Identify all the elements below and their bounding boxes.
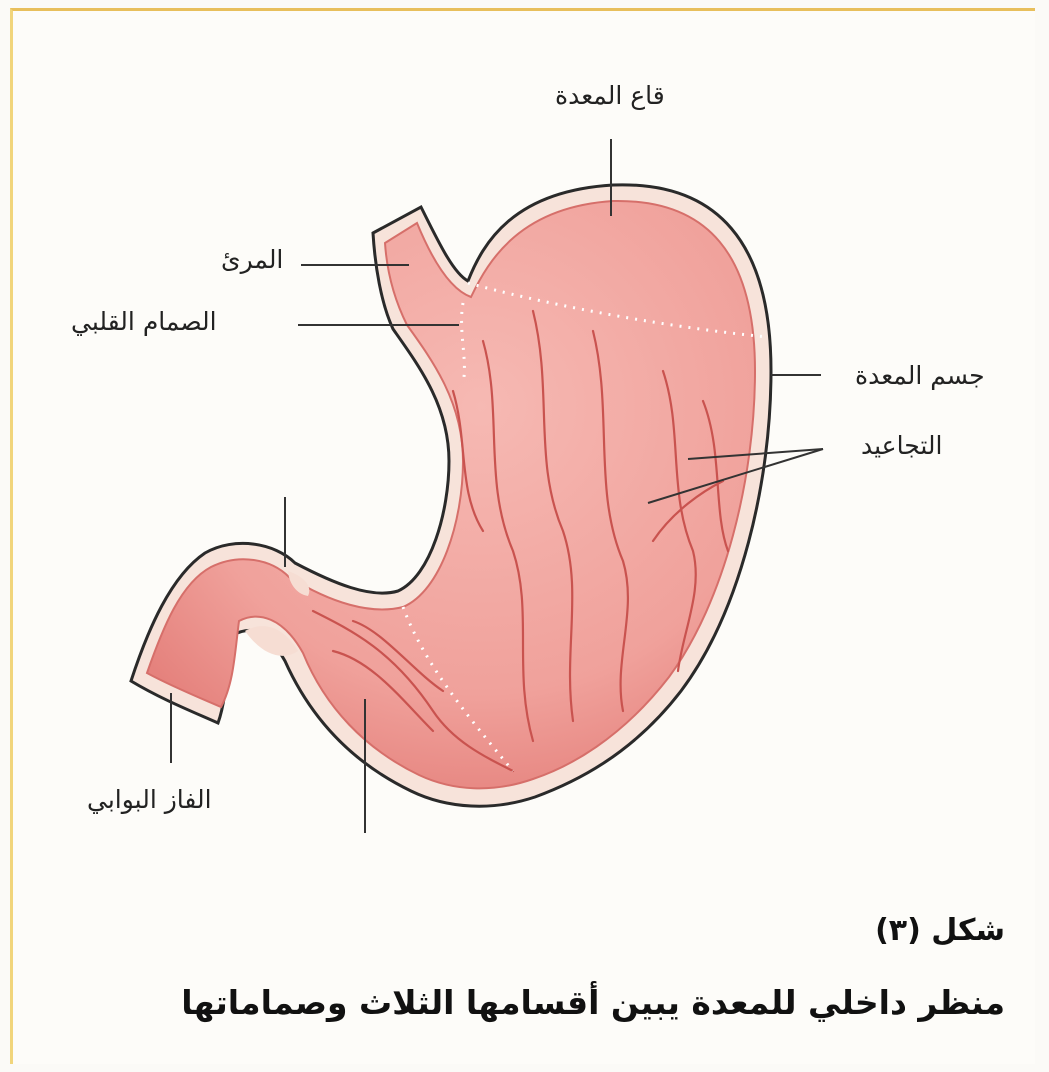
label-fundus: قاع المعدة <box>555 81 665 110</box>
label-pyloric-sphincter: الفاز البوابي <box>87 785 212 814</box>
stomach-diagram <box>13 11 1038 911</box>
figure-frame: قاع المعدة المرئ الصمام القلبي جسم المعد… <box>10 8 1035 1064</box>
label-cardiac-valve: الصمام القلبي <box>71 307 217 336</box>
label-rugae: التجاعيد <box>861 431 942 460</box>
label-esophagus: المرئ <box>221 245 283 274</box>
figure-caption: منظر داخلي للمعدة يبين أقسامها الثلاث وص… <box>181 983 1005 1022</box>
label-stomach-body: جسم المعدة <box>855 361 985 390</box>
figure-number: شكل (٣) <box>875 913 1005 948</box>
